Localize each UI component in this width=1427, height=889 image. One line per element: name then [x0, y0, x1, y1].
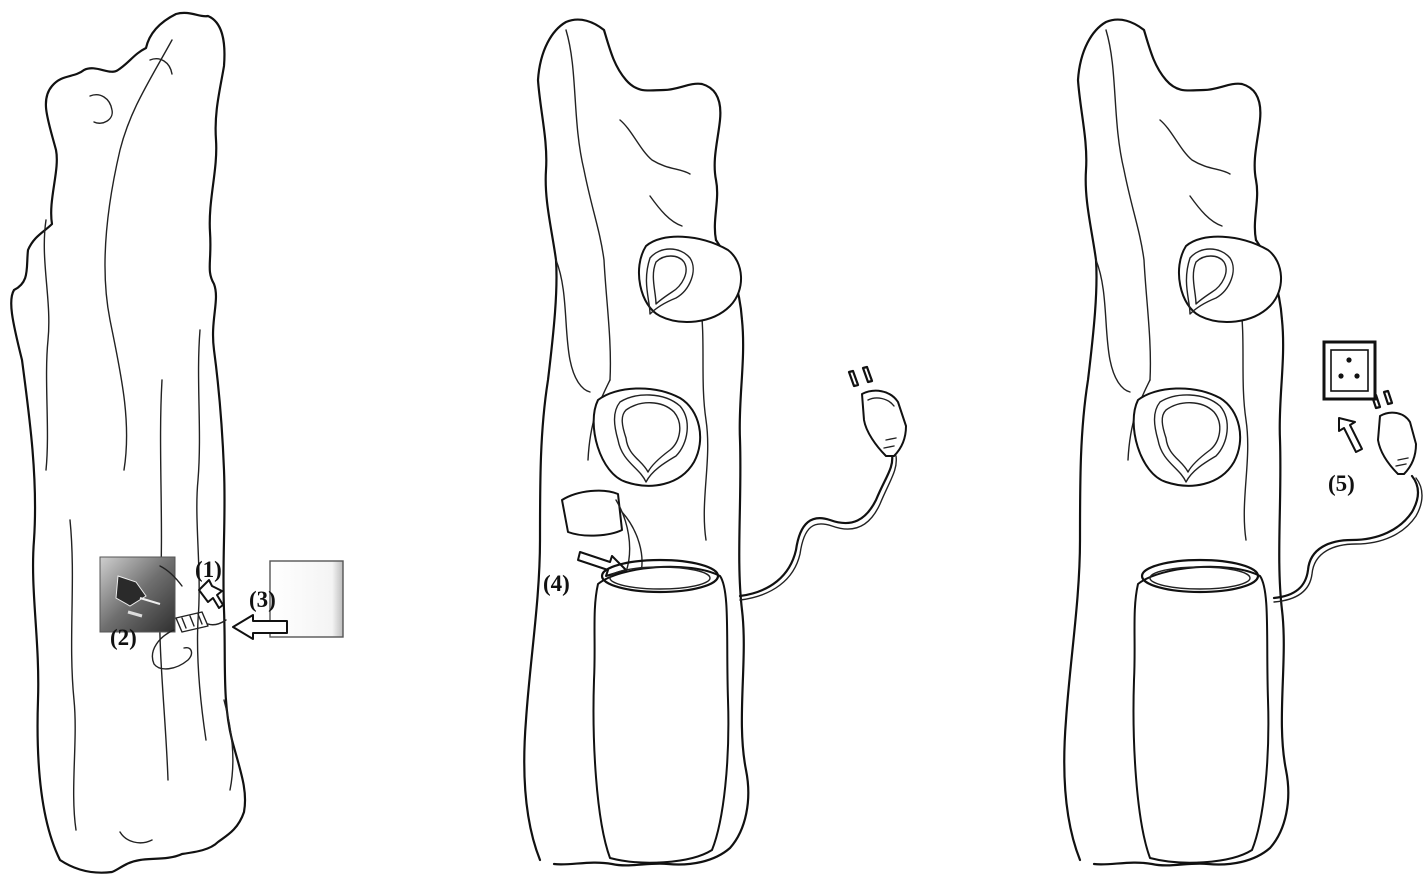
power-plug-icon — [849, 367, 906, 456]
power-plug-icon — [1372, 391, 1416, 474]
wall-socket-icon — [1324, 342, 1375, 399]
step-label-4: (4) — [543, 572, 570, 595]
pump — [100, 557, 182, 632]
water-jug — [639, 237, 741, 322]
water-basin — [594, 560, 729, 863]
panel-1-trunk — [11, 13, 245, 873]
arrow-icon — [1339, 418, 1362, 452]
step-label-1: (1) — [195, 558, 222, 581]
water-jug — [1179, 237, 1281, 322]
water-basin — [1134, 560, 1269, 863]
water-jug — [594, 388, 701, 485]
step-label-3: (3) — [249, 588, 276, 611]
step-label-2: (2) — [110, 626, 137, 649]
power-cord — [740, 454, 896, 600]
water-jug — [1134, 388, 1241, 485]
arrow-icon — [199, 580, 223, 608]
step-label-5: (5) — [1328, 472, 1355, 495]
